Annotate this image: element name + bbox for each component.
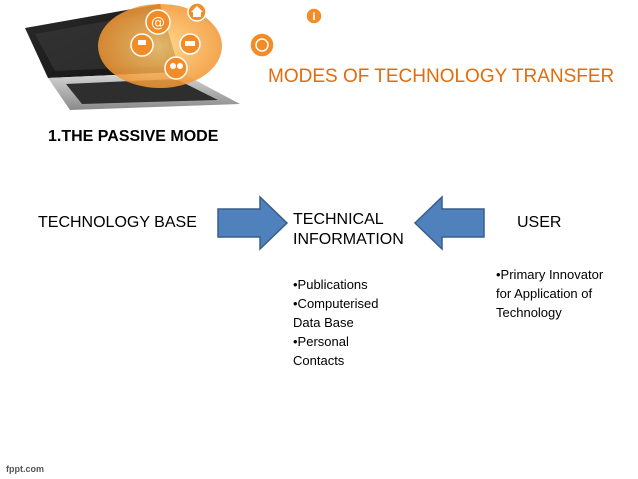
node-user: USER: [517, 214, 562, 231]
email-at-icon: [145, 9, 171, 35]
svg-text:@: @: [151, 15, 165, 31]
list-item: •Primary Innovator: [496, 267, 604, 282]
list-item: •Publications: [293, 277, 368, 292]
user-list: •Primary Innovator for Application of Te…: [496, 265, 603, 322]
slide-subtitle: 1.THE PASSIVE MODE: [48, 128, 219, 145]
list-item: •Personal: [293, 334, 349, 349]
list-item: •Computerised: [293, 296, 379, 311]
arrow-left-icon: [413, 195, 485, 251]
list-item: Data Base: [293, 315, 354, 330]
technical-information-line1: TECHNICAL: [293, 211, 384, 228]
laptop-illustration: @ i: [25, 2, 323, 110]
svg-text:i: i: [312, 12, 315, 23]
technical-information-line2: INFORMATION: [293, 231, 404, 248]
node-technical-information: TECHNICAL INFORMATION: [293, 210, 404, 250]
arrow-right-icon: [217, 195, 289, 251]
floating-icons: @ i: [130, 2, 323, 80]
list-item: Technology: [496, 305, 562, 320]
technical-information-list: •Publications •Computerised Data Base •P…: [293, 275, 378, 370]
watermark: fppt.com: [6, 464, 44, 474]
slide-title: MODES OF TECHNOLOGY TRANSFER: [268, 66, 615, 87]
node-technology-base: TECHNOLOGY BASE: [38, 214, 197, 231]
globe-icon: [249, 32, 275, 58]
list-item: Contacts: [293, 353, 345, 368]
info-icon: [305, 7, 323, 25]
users-icon: [164, 56, 188, 80]
list-item: for Application of: [496, 286, 593, 301]
